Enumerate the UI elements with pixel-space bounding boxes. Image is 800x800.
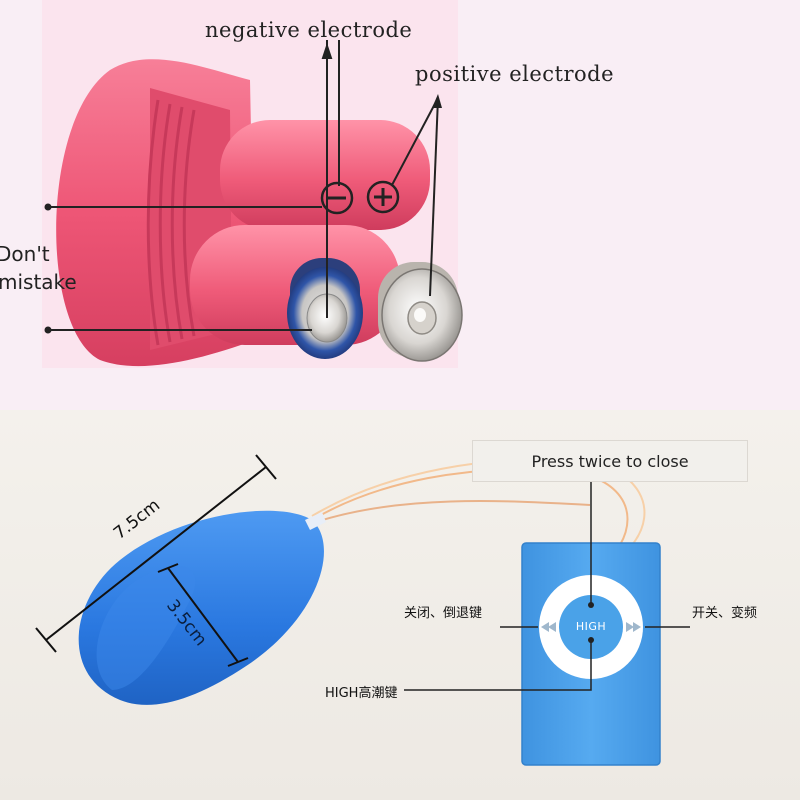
- remote-leader-lines: [404, 482, 690, 691]
- high-button[interactable]: HIGH: [575, 620, 607, 633]
- positive-electrode-label: positive electrode: [415, 62, 615, 86]
- plus-symbol: [366, 180, 400, 214]
- minus-symbol: [320, 181, 354, 215]
- press-twice-text: Press twice to close: [531, 451, 689, 471]
- high-button-description: HIGH高潮键: [325, 686, 398, 701]
- blue-egg: [78, 510, 326, 705]
- remote-center-dot: [588, 602, 594, 608]
- left-button-label: 关闭、倒退键: [404, 606, 483, 621]
- upper-tube: [220, 120, 430, 230]
- negative-electrode-label: negative electrode: [205, 18, 413, 42]
- right-button-label: 开关、变频: [692, 606, 758, 621]
- battery-left: [287, 258, 363, 359]
- battery-right: [378, 262, 463, 362]
- warning-line-1: Don't: [0, 242, 50, 266]
- dimension-lines: [35, 454, 277, 667]
- remote-lower-dot: [588, 637, 594, 643]
- upper-leader-lines: [44, 40, 442, 334]
- collar-ribs: [146, 99, 196, 346]
- warning-line-2: mistake: [0, 270, 77, 294]
- press-twice-callout: Press twice to close: [472, 440, 748, 482]
